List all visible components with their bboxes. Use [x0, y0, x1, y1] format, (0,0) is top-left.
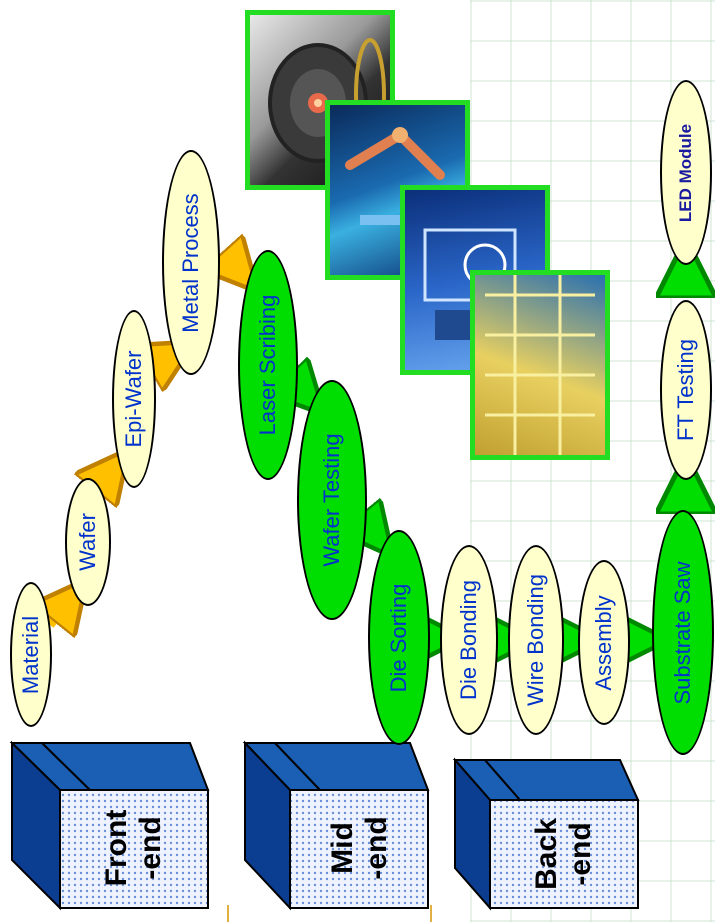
node-material: Material — [10, 582, 52, 727]
mid-end-box — [242, 740, 430, 911]
node-led-module: LED Module — [660, 80, 712, 265]
node-wafer-testing: Wafer Testing — [297, 380, 367, 620]
node-metal-process: Metal Process — [162, 150, 220, 375]
node-wire-bonding: Wire Bonding — [508, 545, 564, 735]
node-die-bonding: Die Bonding — [440, 545, 498, 735]
back-end-label: Back-end — [530, 818, 597, 890]
back-end-box — [452, 757, 640, 911]
mid-end-label: Mid-end — [326, 816, 393, 880]
guide-line — [430, 905, 432, 922]
arrow-epiwafer-to-metal — [153, 355, 172, 366]
node-ft-testing: FT Testing — [660, 300, 712, 480]
arrow-material-to-wafer — [50, 600, 70, 625]
node-die-sorting: Die Sorting — [368, 530, 430, 745]
arrow-metal-to-laser — [222, 252, 240, 272]
production-line-icon — [485, 275, 595, 455]
node-epi-wafer: Epi-Wafer — [112, 310, 156, 488]
node-substrate-saw: Substrate Saw — [652, 510, 714, 755]
production-line-photo — [470, 270, 610, 460]
node-assembly: Assembly — [578, 560, 630, 725]
robot-arm-icon — [345, 127, 445, 225]
node-wafer: Wafer — [65, 478, 111, 606]
front-end-label: Front-end — [100, 809, 167, 887]
front-end-box — [9, 740, 210, 911]
guide-line — [227, 905, 229, 922]
node-laser-scribing: Laser Scribing — [238, 250, 298, 480]
